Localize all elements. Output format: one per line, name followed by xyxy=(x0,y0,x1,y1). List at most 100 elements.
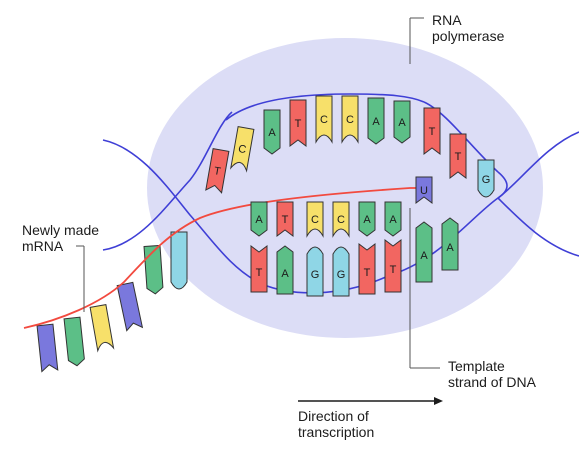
coding-base-1-letter: T xyxy=(213,165,222,178)
coding-base-10-letter: T xyxy=(455,151,462,163)
dna-strand-left-lower xyxy=(102,111,233,251)
rna-base-added-u-letter: U xyxy=(420,185,428,197)
mrna-tail-base-4-shape xyxy=(116,281,144,332)
template-base-5: T xyxy=(358,243,376,295)
coding-base-9-letter: T xyxy=(429,126,436,138)
coding-base-4-letter: T xyxy=(295,118,302,130)
rna-polymerase-label-line2: polymerase xyxy=(432,28,505,44)
rna-base-6: A xyxy=(384,201,402,237)
rna-base-1-shape xyxy=(250,201,268,237)
mrna-tail-base-4 xyxy=(116,281,144,332)
coding-base-11: G xyxy=(477,159,495,198)
coding-base-5: C xyxy=(315,95,333,144)
template-base-6-letter: T xyxy=(390,264,397,276)
mrna-tail-base-3-shape xyxy=(89,304,115,353)
template-base-4-letter: G xyxy=(337,269,346,281)
template-base-2-letter: A xyxy=(281,268,289,280)
template-base-5-shape xyxy=(358,243,376,295)
dna-backbone-group xyxy=(102,93,579,294)
coding-base-6: C xyxy=(341,95,359,144)
rna-base-4-letter: C xyxy=(337,214,345,226)
mrna-tail-base-6 xyxy=(170,231,188,290)
coding-base-4-shape xyxy=(289,99,307,147)
coding-base-10-shape xyxy=(449,133,467,179)
coding-base-7-letter: A xyxy=(372,116,380,128)
coding-base-6-letter: C xyxy=(346,114,354,126)
template-base-7-letter: A xyxy=(420,250,428,262)
coding-base-9: T xyxy=(423,107,441,155)
template-base-8-shape xyxy=(441,217,459,271)
mrna-tail-base-5-shape xyxy=(143,244,164,295)
coding-base-3-shape xyxy=(263,109,281,155)
rna-base-2-shape xyxy=(276,201,294,237)
rna-base-5-shape xyxy=(358,201,376,237)
rna-base-3-shape xyxy=(306,201,324,238)
template-strand-label: Template strand of DNA xyxy=(448,358,536,390)
template-base-1-letter: T xyxy=(256,267,263,279)
coding-base-5-shape xyxy=(315,95,333,144)
rna-base-1-letter: A xyxy=(255,214,263,226)
rna-base-6-letter: A xyxy=(389,214,397,226)
dna-strand-left-upper xyxy=(102,139,263,285)
coding-base-11-shape xyxy=(477,159,495,198)
template-base-1: T xyxy=(250,245,268,293)
mrna-tail-base-6-shape xyxy=(170,231,188,290)
coding-base-5-letter: C xyxy=(320,114,328,126)
rna-base-5: A xyxy=(358,201,376,237)
template-strand-label-line1: Template xyxy=(448,358,505,374)
rna-base-4: C xyxy=(332,201,350,238)
template-base-4-shape xyxy=(332,246,350,297)
template-strand-label-line2: strand of DNA xyxy=(448,374,536,390)
coding-base-4: T xyxy=(289,99,307,147)
coding-base-1-shape xyxy=(205,148,230,194)
coding-base-6-shape xyxy=(341,95,359,144)
template-base-3-shape xyxy=(306,246,324,297)
coding-base-11-letter: G xyxy=(482,174,491,186)
template-base-8: A xyxy=(441,217,459,271)
coding-base-2-letter: C xyxy=(237,143,247,156)
rna-base-2: T xyxy=(276,201,294,237)
rna-base-3-letter: C xyxy=(311,214,319,226)
template-base-1-shape xyxy=(250,245,268,293)
mrna-tail-base-2 xyxy=(63,316,85,367)
newly-made-mrna-label: Newly made mRNA xyxy=(22,222,99,254)
newly-made-mrna-label-line2: mRNA xyxy=(22,238,64,254)
mrna-backbone-group xyxy=(23,187,418,329)
template-base-2-shape xyxy=(276,245,294,295)
mrna-tail-base-3 xyxy=(89,304,115,353)
rna-polymerase-label: RNA polymerase xyxy=(432,12,504,44)
template-base-2: A xyxy=(276,245,294,295)
coding-base-10: T xyxy=(449,133,467,179)
coding-base-9-shape xyxy=(423,107,441,155)
template-base-3: G xyxy=(306,246,324,297)
direction-of-transcription-label: Direction of transcription xyxy=(298,408,374,440)
rna-base-added-u-shape xyxy=(415,176,433,204)
newly-made-mrna-label-line1: Newly made xyxy=(22,222,100,238)
mrna-backbone xyxy=(23,187,418,329)
template-base-6-shape xyxy=(384,239,402,293)
rna-base-3: C xyxy=(306,201,324,238)
rna-base-2-letter: T xyxy=(282,214,289,226)
callout-lines xyxy=(76,17,443,405)
direction-label-line1: Direction of xyxy=(298,408,369,424)
template-base-8-letter: A xyxy=(446,242,454,254)
coding-strand-bases: T C A T C C A A T T G xyxy=(205,95,495,198)
rna-base-5-letter: A xyxy=(363,214,371,226)
mrna-tail-base-2-shape xyxy=(63,316,85,367)
coding-base-8-letter: A xyxy=(398,117,406,129)
template-base-3-letter: G xyxy=(311,269,320,281)
template-base-4: G xyxy=(332,246,350,297)
rna-polymerase-label-line1: RNA xyxy=(432,12,462,28)
coding-base-3-letter: A xyxy=(268,127,276,139)
coding-base-2: C xyxy=(230,126,255,173)
coding-base-3: A xyxy=(263,109,281,155)
coding-base-8: A xyxy=(393,100,411,144)
rna-base-4-shape xyxy=(332,201,350,238)
coding-base-7-shape xyxy=(367,97,385,145)
coding-base-8-shape xyxy=(393,100,411,144)
rna-base-6-shape xyxy=(384,201,402,237)
template-base-7-shape xyxy=(415,221,433,283)
rna-base-1: A xyxy=(250,201,268,237)
